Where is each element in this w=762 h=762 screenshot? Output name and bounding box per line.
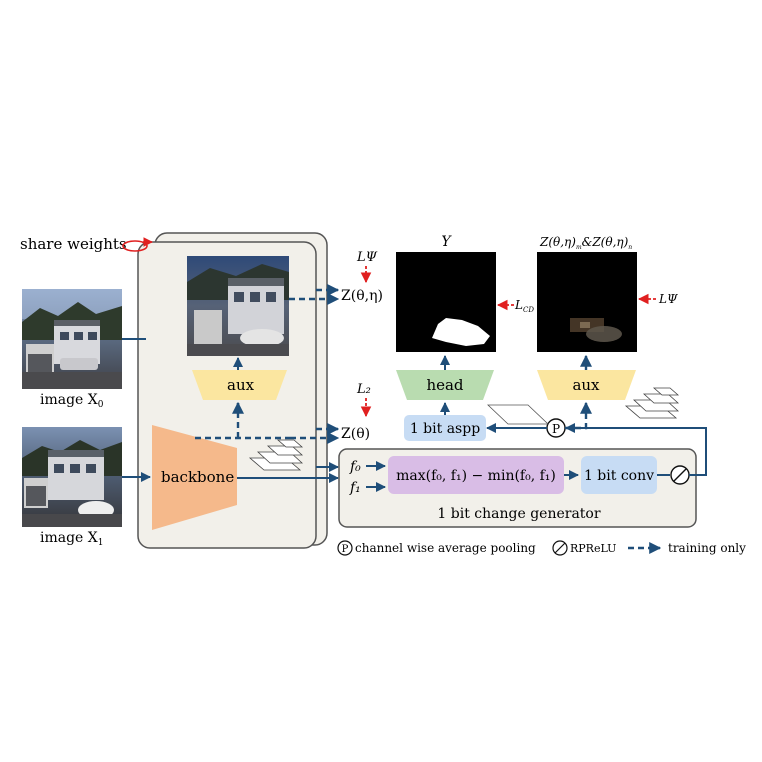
feature-map-stack-right-icon <box>624 387 680 419</box>
l-psi-top-label: LΨ <box>356 250 378 265</box>
share-weights-label: share weights <box>20 235 127 253</box>
aux-right-label: aux <box>572 376 600 394</box>
z-pair-label: Z(θ,η)m&Z(θ,η)n <box>539 235 632 251</box>
change-mask-output <box>396 252 496 352</box>
aux-left-label: aux <box>227 376 255 394</box>
max-min-block <box>388 456 564 494</box>
f0-label: f₀ <box>349 459 361 475</box>
head-block <box>396 370 494 400</box>
legend-training-label: training only <box>668 541 746 555</box>
share-weights-curl-icon <box>122 237 153 252</box>
legend-pool-label: channel wise average pooling <box>355 541 536 555</box>
image-x1 <box>22 427 122 527</box>
rprelu-node-icon <box>670 465 690 485</box>
svg-text:P: P <box>342 544 349 555</box>
svg-text:P: P <box>552 422 560 436</box>
backbone-label: backbone <box>161 468 234 486</box>
aspp-label: 1 bit aspp <box>410 421 480 437</box>
arrow-rprelu-to-pool <box>565 423 707 476</box>
aux-right-block <box>537 370 636 400</box>
pool-node-icon: P <box>546 418 566 438</box>
aux-left-block <box>192 370 287 400</box>
dashed-backbone-to-aux <box>195 403 290 440</box>
y-label: Y <box>441 234 452 250</box>
legend-rprelu-label: RPReLU <box>570 542 616 555</box>
legend-rprelu-icon <box>552 540 568 556</box>
max-min-label: max(f₀, f₁) − min(f₀, f₁) <box>396 468 556 484</box>
change-generator-label: 1 bit change generator <box>437 506 600 522</box>
conv-label: 1 bit conv <box>584 468 654 484</box>
image-x0-label: image X0 <box>40 392 104 410</box>
conv-block <box>581 456 657 494</box>
feature-map-stack-icon <box>248 439 304 471</box>
f1-label: f₁ <box>349 480 361 496</box>
l-cd-label: LCD <box>514 298 534 314</box>
z-theta-label: Z(θ) <box>341 426 370 442</box>
legend: P channel wise average pooling RPReLU tr… <box>337 540 746 556</box>
image-x0 <box>22 289 122 389</box>
feature-plane-icon <box>486 404 550 425</box>
backbone-block <box>152 425 237 530</box>
aspp-block <box>404 415 486 441</box>
l-2-label: L₂ <box>356 382 371 397</box>
masked-feature-output <box>537 252 637 352</box>
image-x1-label: image X1 <box>40 530 104 548</box>
head-label: head <box>426 376 463 394</box>
reconstructed-image <box>187 256 289 356</box>
z-theta-eta-label: Z(θ,η) <box>341 288 383 304</box>
legend-pool-icon: P <box>337 540 353 556</box>
l-psi-right-label: LΨ <box>658 292 678 306</box>
dashed-pool-to-aux-right <box>565 401 592 430</box>
